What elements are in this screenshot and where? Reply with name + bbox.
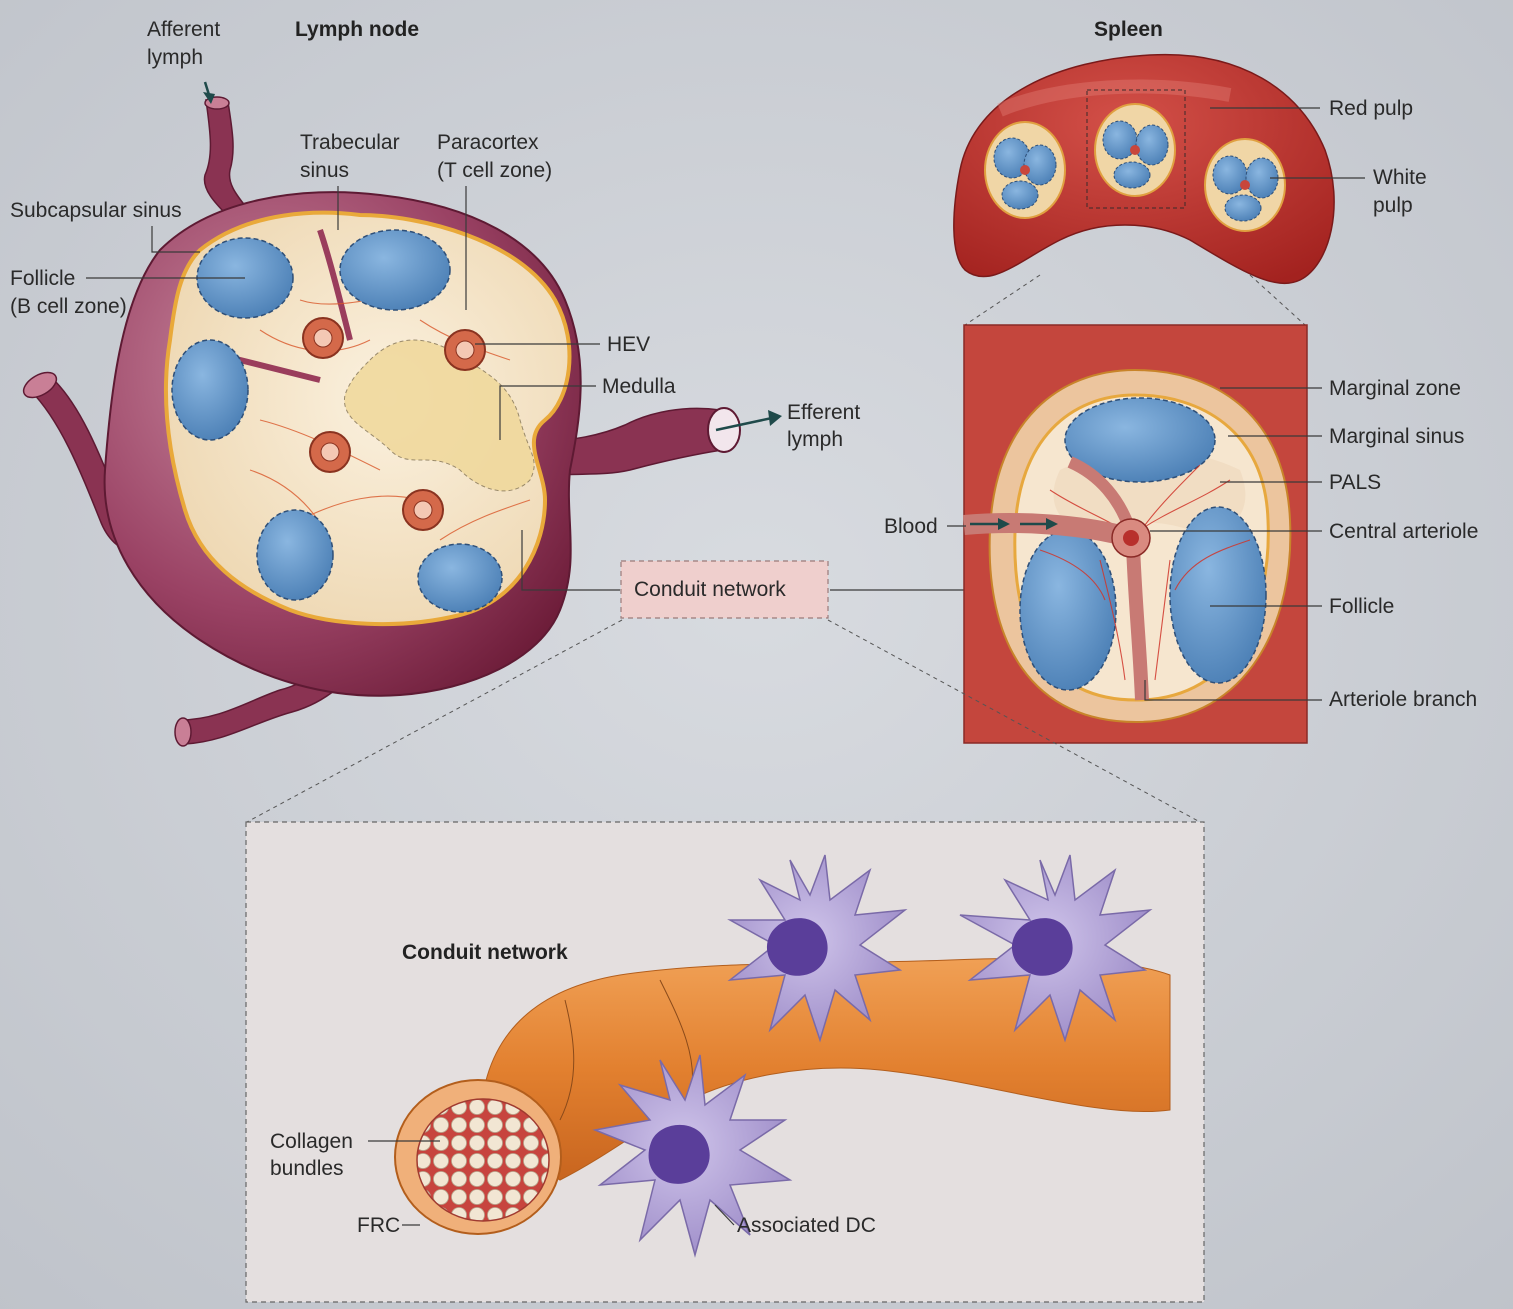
hev — [445, 330, 485, 370]
conduit-detail-title: Conduit network — [402, 941, 568, 964]
bottom-vessel-opening — [175, 718, 191, 746]
label-medulla: Medulla — [602, 375, 676, 398]
label-hev: HEV — [607, 333, 650, 356]
label-efferent-line2: lymph — [787, 428, 843, 451]
label-red-pulp: Red pulp — [1329, 97, 1413, 120]
spleen-title: Spleen — [1094, 18, 1163, 41]
follicle — [418, 544, 502, 612]
label-marginal-zone: Marginal zone — [1329, 377, 1461, 400]
follicle — [340, 230, 450, 310]
label-blood: Blood — [884, 515, 938, 538]
label-associated-dc: Associated DC — [737, 1214, 876, 1237]
label-paracortex-line2: (T cell zone) — [437, 159, 552, 182]
conduit-collagen-core — [417, 1099, 549, 1221]
label-afferent-line1: Afferent — [147, 18, 220, 41]
label-subcapsular: Subcapsular sinus — [10, 199, 182, 222]
white-pulp-nodule — [1095, 104, 1175, 196]
lymph-node-title: Lymph node — [295, 18, 419, 41]
label-pals: PALS — [1329, 471, 1381, 494]
label-trabecular-line1: Trabecular — [300, 131, 400, 154]
label-arteriole-branch: Arteriole branch — [1329, 688, 1477, 711]
hev — [310, 432, 350, 472]
label-frc: FRC — [357, 1214, 400, 1237]
arteriole-branch-down — [1133, 545, 1142, 700]
conduit-callout-label: Conduit network — [634, 578, 786, 601]
label-efferent-line1: Efferent — [787, 401, 860, 424]
label-afferent-line2: lymph — [147, 46, 203, 69]
efferent-vessel-opening — [708, 408, 740, 452]
follicle — [172, 340, 248, 440]
central-arteriole-lumen — [1123, 530, 1139, 546]
hev — [303, 318, 343, 358]
label-white-pulp-line1: White — [1373, 166, 1427, 189]
label-marginal-sinus: Marginal sinus — [1329, 425, 1464, 448]
white-pulp-nodule — [985, 122, 1065, 218]
label-trabecular-line2: sinus — [300, 159, 349, 182]
label-follicle-line1: Follicle — [10, 267, 75, 290]
label-collagen-line2: bundles — [270, 1157, 344, 1180]
label-paracortex-line1: Paracortex — [437, 131, 539, 154]
spleen-follicle-left — [1020, 530, 1116, 690]
white-pulp-nodule — [1205, 139, 1285, 231]
spleen-follicle-right — [1170, 507, 1266, 683]
label-spleen-follicle: Follicle — [1329, 595, 1394, 618]
hev — [403, 490, 443, 530]
label-follicle-line2: (B cell zone) — [10, 295, 127, 318]
label-collagen-line1: Collagen — [270, 1130, 353, 1153]
label-central-arteriole: Central arteriole — [1329, 520, 1478, 543]
follicle — [257, 510, 333, 600]
label-white-pulp-line2: pulp — [1373, 194, 1413, 217]
